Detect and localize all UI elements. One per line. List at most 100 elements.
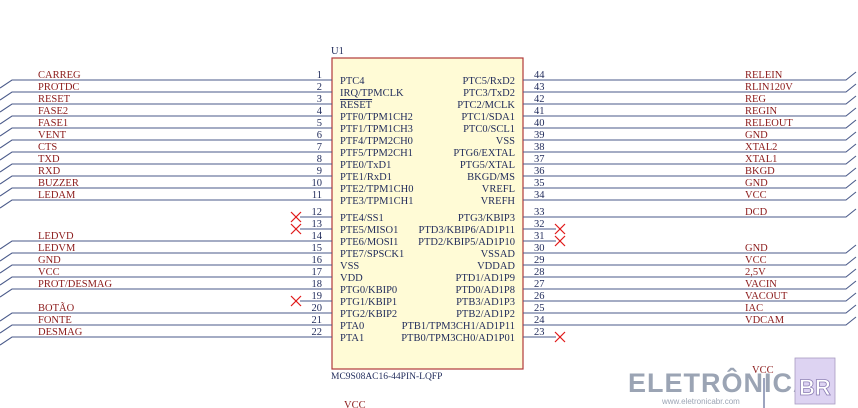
net-label: LEDVM bbox=[38, 243, 76, 254]
net-label: XTAL1 bbox=[745, 154, 777, 165]
net-label: REG bbox=[745, 94, 766, 105]
net-label: FASE1 bbox=[38, 118, 68, 129]
pin-number: 41 bbox=[534, 106, 545, 117]
net-label: GND bbox=[745, 178, 768, 189]
net-label: RELEIN bbox=[745, 70, 783, 81]
pin-number: 43 bbox=[534, 82, 545, 93]
pin-name: PTB0/TPM3CH0/AD1P01 bbox=[401, 333, 515, 344]
pin-number: 18 bbox=[312, 279, 323, 290]
vcc-label-bottom: VCC bbox=[344, 400, 366, 408]
pin-number: 35 bbox=[534, 178, 545, 189]
pin-name: PTD1/AD1P9 bbox=[455, 273, 515, 284]
pin-number: 33 bbox=[534, 207, 545, 218]
net-label: LEDVD bbox=[38, 231, 74, 242]
net-wire bbox=[523, 256, 857, 266]
net-wire bbox=[523, 191, 857, 201]
pin-name: PTE5/MISO1 bbox=[340, 225, 398, 236]
net-label: PROT/DESMAG bbox=[38, 279, 113, 290]
pin-number: 10 bbox=[312, 178, 323, 189]
pin-name: VDD bbox=[340, 273, 363, 284]
pin-name: PTG5/XTAL bbox=[460, 160, 515, 171]
pin-number: 1 bbox=[317, 70, 322, 81]
pin-number: 16 bbox=[312, 255, 323, 266]
pin-number: 44 bbox=[534, 70, 545, 81]
no-connect-marker bbox=[554, 223, 566, 235]
pin-name: VDDAD bbox=[477, 261, 515, 272]
net-wire bbox=[523, 167, 857, 177]
net-label: VCC bbox=[745, 190, 767, 201]
net-wire bbox=[0, 103, 332, 113]
net-wire bbox=[0, 264, 332, 274]
net-label: LEDAM bbox=[38, 190, 76, 201]
pin-name: VSS bbox=[340, 261, 359, 272]
net-label: XTAL2 bbox=[745, 142, 777, 153]
net-label: VDCAM bbox=[745, 315, 785, 326]
ic-part-number: MC9S08AC16-44PIN-LQFP bbox=[331, 372, 442, 382]
net-label: RELEOUT bbox=[745, 118, 793, 129]
pin-name: PTG3/KBIP3 bbox=[458, 213, 515, 224]
pin-number: 13 bbox=[312, 219, 323, 230]
pin-name: PTE4/SS1 bbox=[340, 213, 384, 224]
net-label: TXD bbox=[38, 154, 60, 165]
pin-number: 2 bbox=[317, 82, 322, 93]
net-label: CTS bbox=[38, 142, 57, 153]
pin-number: 30 bbox=[534, 243, 545, 254]
pin-number: 4 bbox=[317, 106, 323, 117]
net-label: FONTE bbox=[38, 315, 72, 326]
net-label: VCC bbox=[38, 267, 60, 278]
pin-number: 21 bbox=[312, 315, 323, 326]
pin-name: PTG0/KBIP0 bbox=[340, 285, 397, 296]
pin-name: PTB1/TPM3CH1/AD1P11 bbox=[402, 321, 515, 332]
pin-name: PTF0/TPM1CH2 bbox=[340, 112, 413, 123]
pin-name: PTE1/RxD1 bbox=[340, 172, 392, 183]
pin-number: 39 bbox=[534, 130, 545, 141]
net-wire bbox=[523, 268, 857, 278]
pin-name: PTC2/MCLK bbox=[457, 100, 515, 111]
net-label: DCD bbox=[745, 207, 768, 218]
pin-name: PTF5/TPM2CH1 bbox=[340, 148, 413, 159]
net-wire bbox=[523, 143, 857, 153]
pin-number: 19 bbox=[312, 291, 323, 302]
net-wire bbox=[0, 252, 332, 262]
net-label: VENT bbox=[38, 130, 67, 141]
no-connect-marker bbox=[554, 235, 566, 247]
watermark-brand: ELETRÔNICA bbox=[628, 367, 814, 398]
pin-name: PTC4 bbox=[340, 76, 365, 87]
pin-number: 23 bbox=[534, 327, 545, 338]
pin-name: PTE2/TPM1CH0 bbox=[340, 184, 414, 195]
pin-number: 34 bbox=[534, 190, 545, 201]
net-wire bbox=[523, 131, 857, 141]
pin-number: 20 bbox=[312, 303, 323, 314]
pin-name: PTC1/SDA1 bbox=[461, 112, 515, 123]
net-wire bbox=[0, 187, 332, 197]
net-wire bbox=[0, 336, 332, 346]
net-wire bbox=[0, 115, 332, 125]
pin-number: 25 bbox=[534, 303, 545, 314]
pin-number: 27 bbox=[534, 279, 545, 290]
net-wire bbox=[0, 127, 332, 137]
no-connect-marker bbox=[290, 223, 302, 235]
pin-name: PTD2/KBIP5/AD1P10 bbox=[418, 237, 515, 248]
net-label: RLIN120V bbox=[745, 82, 793, 93]
net-wire bbox=[523, 208, 857, 218]
net-label: IAC bbox=[745, 303, 763, 314]
net-label: VACIN bbox=[745, 279, 777, 290]
net-wire bbox=[0, 151, 332, 161]
pin-number: 22 bbox=[312, 327, 323, 338]
pin-number: 15 bbox=[312, 243, 323, 254]
net-label: FASE2 bbox=[38, 106, 68, 117]
pin-number: 32 bbox=[534, 219, 545, 230]
pin-name: PTB2/AD1P2 bbox=[456, 309, 515, 320]
net-wire bbox=[0, 276, 332, 286]
net-label: GND bbox=[745, 243, 768, 254]
net-label: PROTDC bbox=[38, 82, 79, 93]
pin-name: VREFL bbox=[482, 184, 515, 195]
net-wire bbox=[523, 83, 857, 93]
net-wire bbox=[523, 71, 857, 81]
net-wire bbox=[0, 139, 332, 149]
pin-number: 6 bbox=[317, 130, 322, 141]
pin-number: 29 bbox=[534, 255, 545, 266]
net-wire bbox=[0, 240, 332, 250]
